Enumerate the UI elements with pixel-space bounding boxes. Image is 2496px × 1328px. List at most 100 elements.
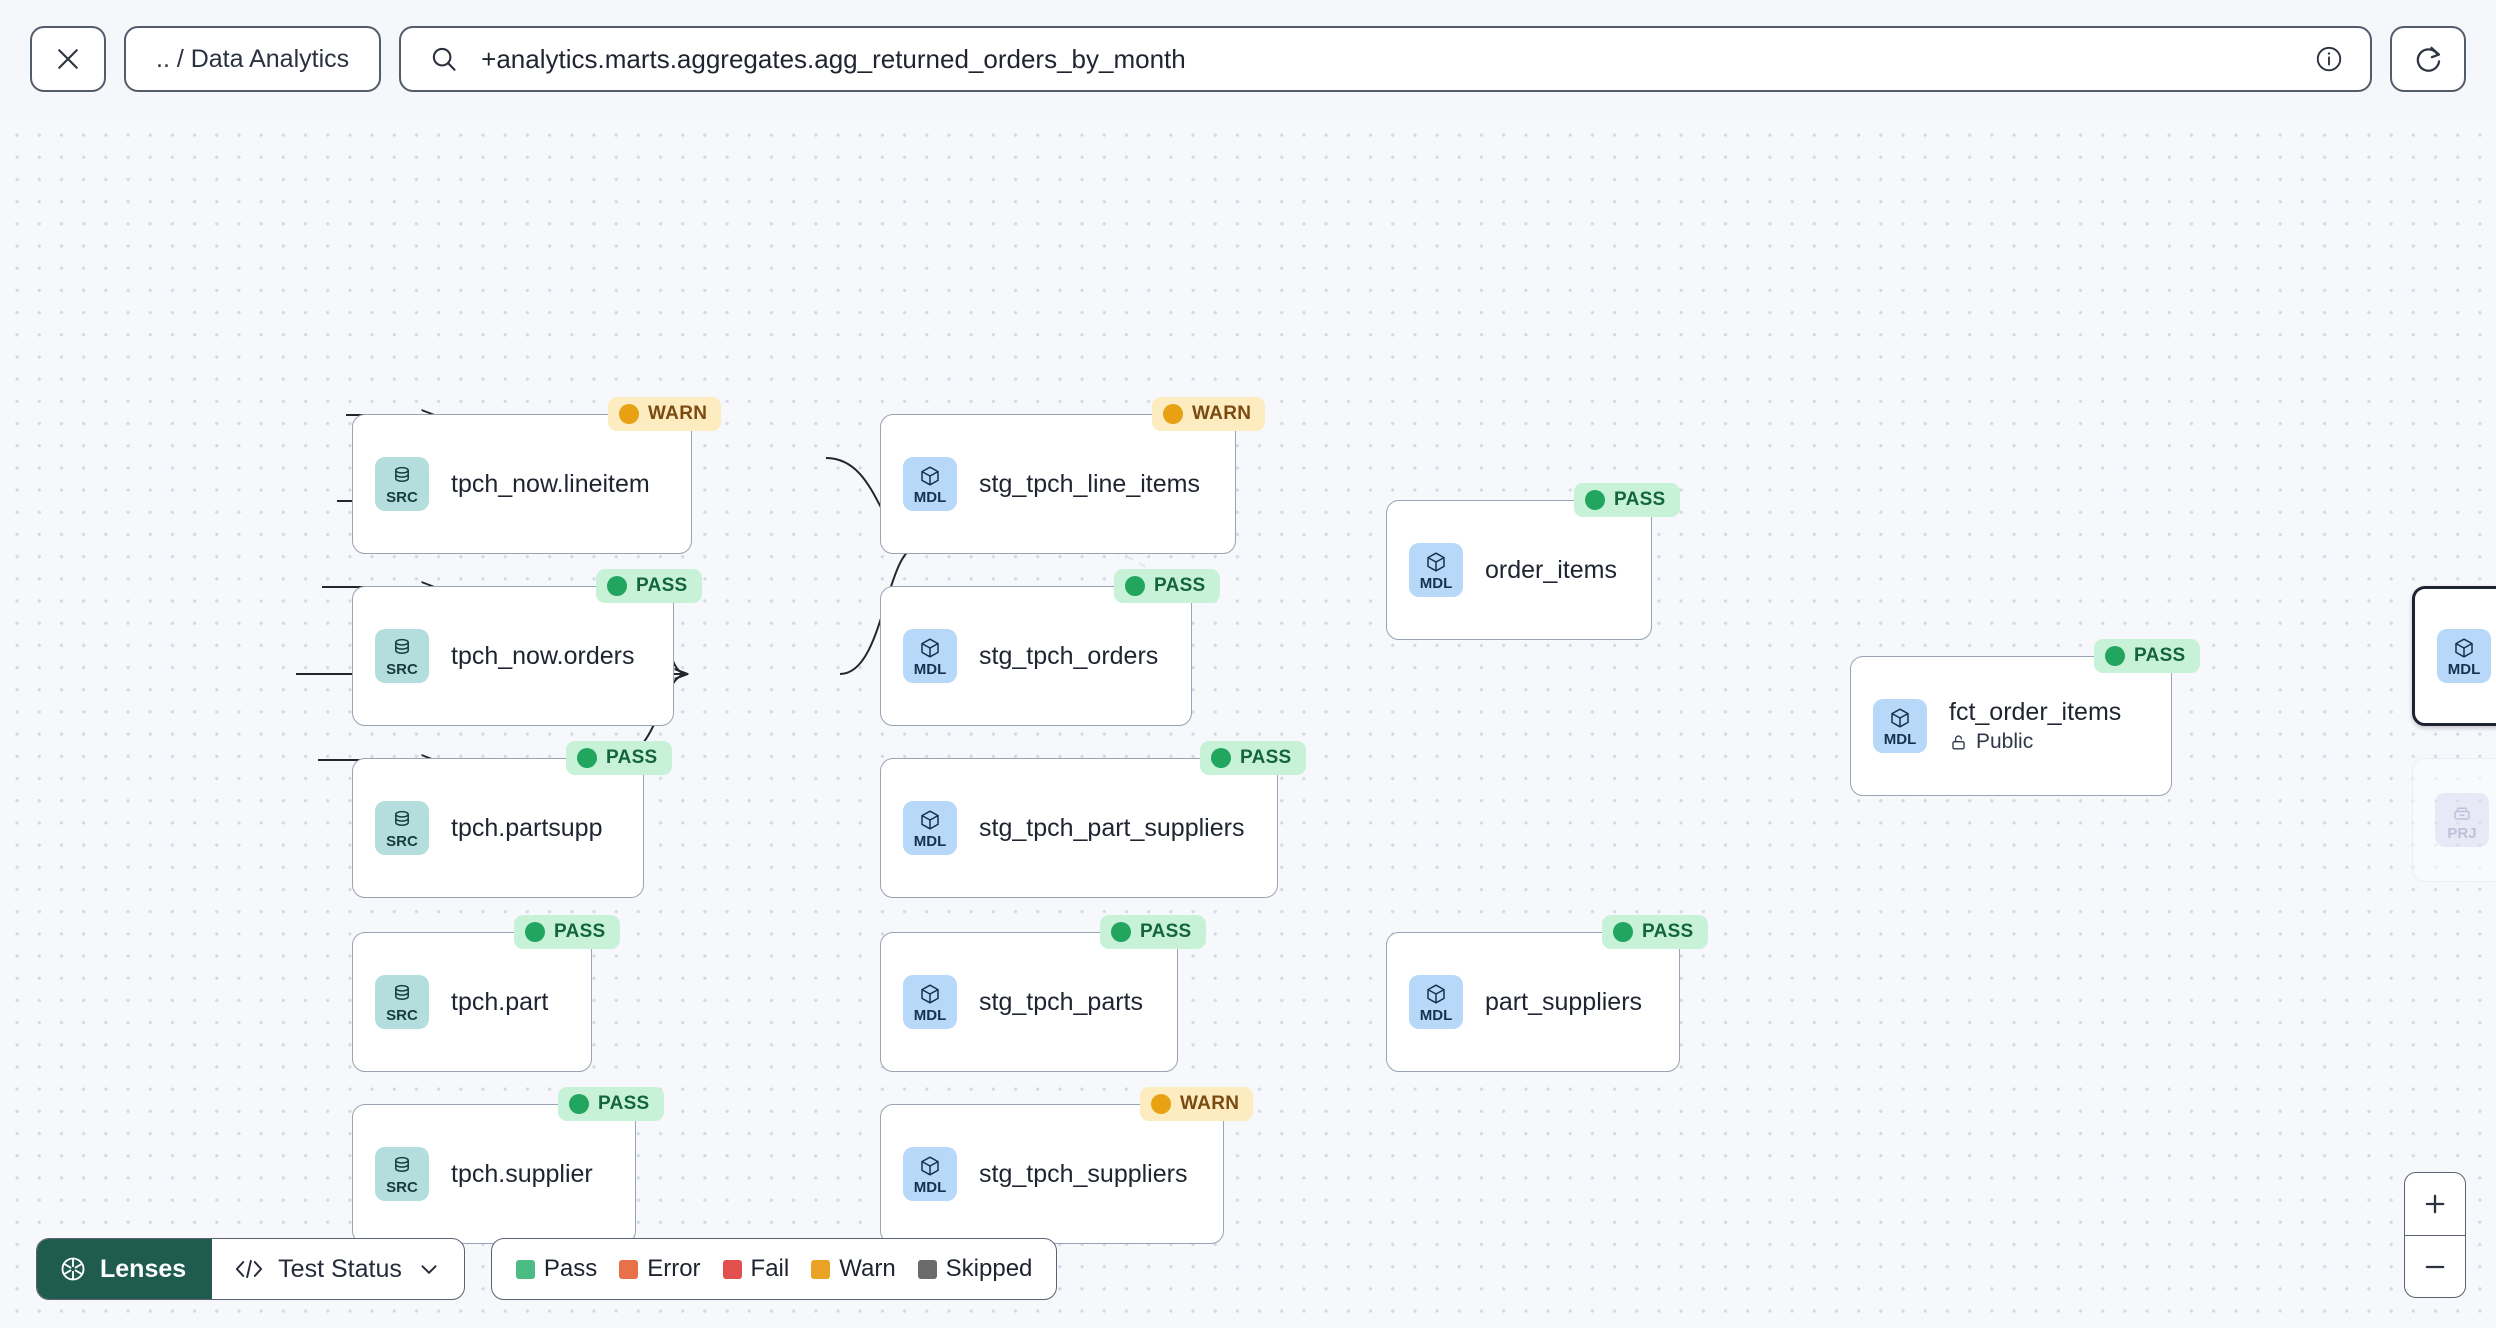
node-type-icon-src: SRC	[375, 801, 429, 855]
node-title: stg_tpch_suppliers	[979, 1159, 1188, 1188]
node-type-icon-mdl: MDL	[903, 457, 957, 511]
graph-node-imported-by: PRJImported byData Analytics | Marketing	[2412, 758, 2496, 882]
graph-node-tpch-now-lineitem[interactable]: SRC tpch_now.lineitem	[352, 414, 692, 554]
status-badge-label: PASS	[554, 921, 606, 942]
node-body: tpch.partsupp	[451, 814, 603, 843]
node-type-icon-prj: PRJ	[2435, 793, 2489, 847]
pass-dot-icon	[1211, 748, 1231, 768]
database-icon	[395, 1156, 409, 1172]
node-body: stg_tpch_orders	[979, 642, 1158, 671]
graph-node-stg-tpch-suppliers[interactable]: MDL stg_tpch_suppliers	[880, 1104, 1224, 1244]
status-badge-label: PASS	[606, 747, 658, 768]
zoom-out-button[interactable]	[2405, 1235, 2465, 1297]
graph-node-tpch-partsupp[interactable]: SRC tpch.partsupp	[352, 758, 644, 898]
legend-item-fail[interactable]: Fail	[722, 1255, 790, 1283]
node-body: tpch_now.orders	[451, 642, 634, 671]
status-badge-label: PASS	[2134, 645, 2186, 666]
database-icon	[395, 984, 409, 1000]
node-type-label: MDL	[1883, 730, 1917, 748]
info-icon[interactable]	[2314, 44, 2344, 74]
pass-dot-icon	[577, 748, 597, 768]
status-badge-label: PASS	[1154, 575, 1206, 596]
node-title: tpch_now.lineitem	[451, 469, 650, 498]
status-badge-label: PASS	[636, 575, 688, 596]
node-type-label: MDL	[913, 1006, 947, 1024]
status-badge-pass: PASS	[558, 1087, 664, 1121]
node-body: tpch.supplier	[451, 1160, 593, 1189]
search-input[interactable]: +analytics.marts.aggregates.agg_returned…	[481, 43, 1186, 74]
lenses-label: Lenses	[100, 1254, 187, 1283]
warn-dot-icon	[619, 404, 639, 424]
cube-icon	[921, 637, 939, 658]
status-badge-pass: PASS	[1100, 915, 1206, 949]
node-subtitle: Public	[1949, 730, 2121, 754]
node-type-icon-src: SRC	[375, 457, 429, 511]
node-title: part_suppliers	[1485, 987, 1643, 1016]
node-title: stg_tpch_line_items	[979, 469, 1200, 498]
pass-dot-icon	[1613, 922, 1633, 942]
node-type-label: SRC	[386, 488, 418, 506]
graph-node-stg-tpch-line-items[interactable]: MDL stg_tpch_line_items	[880, 414, 1236, 554]
breadcrumb-label: .. / Data Analytics	[156, 44, 350, 73]
breadcrumb[interactable]: .. / Data Analytics	[124, 26, 382, 92]
graph-node-stg-tpch-orders[interactable]: MDL stg_tpch_orders	[880, 586, 1192, 726]
zoom-in-button[interactable]	[2405, 1173, 2465, 1235]
legend-item-error[interactable]: Error	[619, 1255, 701, 1283]
aperture-icon	[61, 1257, 85, 1281]
pass-dot-icon	[569, 1094, 589, 1114]
test-status-button[interactable]: Test Status	[212, 1239, 464, 1299]
node-type-label: MDL	[1419, 1006, 1453, 1024]
status-badge-label: WARN	[648, 403, 708, 424]
node-type-icon-mdl: MDL	[903, 629, 957, 683]
node-title: fct_order_items	[1949, 698, 2122, 726]
status-badge-pass: PASS	[1602, 915, 1708, 949]
node-title: tpch.part	[451, 987, 549, 1016]
minus-icon	[2425, 1265, 2445, 1268]
cube-icon	[2455, 637, 2473, 658]
node-body: tpch.part	[451, 988, 548, 1017]
legend-label: Fail	[750, 1255, 790, 1282]
node-type-label: SRC	[386, 1006, 418, 1024]
database-icon	[395, 810, 409, 826]
node-title: tpch.partsupp	[451, 813, 603, 842]
graph-node-tpch-part[interactable]: SRC tpch.part	[352, 932, 592, 1072]
graph-node-agg-returned-orders-by-month[interactable]: MDLagg_returned_orders_by_month	[2412, 586, 2496, 726]
graph-node-tpch-now-orders[interactable]: SRC tpch_now.orders	[352, 586, 674, 726]
status-badge-label: PASS	[1140, 921, 1192, 942]
node-type-label: MDL	[1419, 574, 1453, 592]
node-type-label: MDL	[913, 488, 947, 506]
node-type-label: SRC	[386, 660, 418, 678]
lenses-button[interactable]: Lenses	[37, 1239, 213, 1299]
close-button[interactable]	[30, 26, 106, 92]
legend-item-warn[interactable]: Warn	[811, 1255, 896, 1283]
refresh-button[interactable]	[2390, 26, 2466, 92]
status-badge-pass: PASS	[1114, 569, 1220, 603]
graph-node-part-suppliers[interactable]: MDL part_suppliers	[1386, 932, 1680, 1072]
cube-icon	[921, 983, 939, 1004]
status-badge-pass: PASS	[1574, 483, 1680, 517]
node-type-icon-mdl: MDL	[1409, 975, 1463, 1029]
legend-swatch-warn	[811, 1259, 831, 1279]
legend-label: Error	[647, 1255, 701, 1282]
search-bar[interactable]: +analytics.marts.aggregates.agg_returned…	[399, 26, 2372, 92]
node-title: stg_tpch_orders	[979, 641, 1159, 670]
graph-node-order-items[interactable]: MDL order_items	[1386, 500, 1652, 640]
node-title: tpch.supplier	[451, 1159, 593, 1188]
cube-icon	[921, 465, 939, 486]
bottom-toolbar: Lenses Test Status Pass Error Fail Warn Skip…	[36, 1238, 1058, 1300]
node-type-label: MDL	[913, 660, 947, 678]
legend-item-skipped[interactable]: Skipped	[917, 1255, 1032, 1283]
code-icon	[236, 1259, 263, 1279]
pass-dot-icon	[2105, 646, 2125, 666]
legend-item-pass[interactable]: Pass	[515, 1255, 597, 1283]
node-title: order_items	[1485, 555, 1617, 584]
pass-dot-icon	[1111, 922, 1131, 942]
node-type-label: MDL	[913, 1178, 947, 1196]
node-type-label: MDL	[2447, 660, 2481, 678]
